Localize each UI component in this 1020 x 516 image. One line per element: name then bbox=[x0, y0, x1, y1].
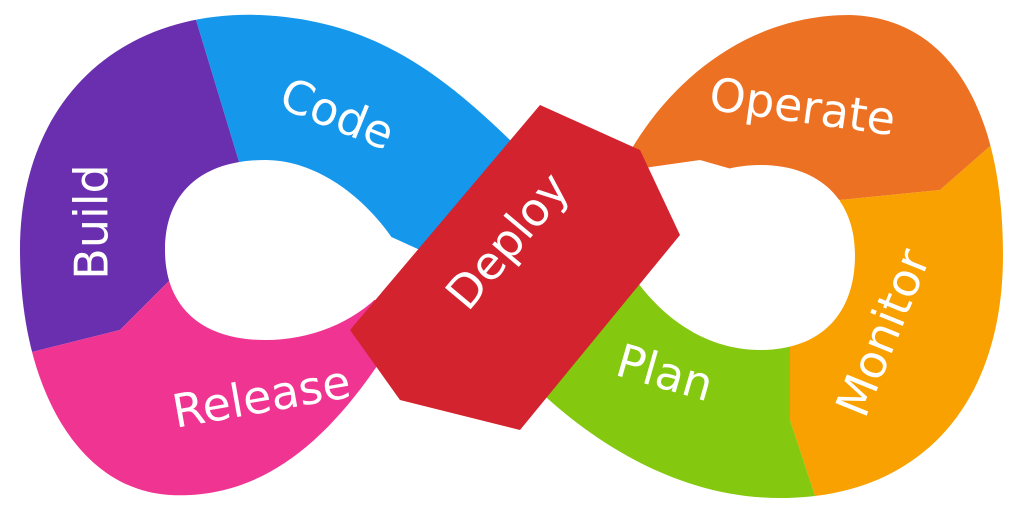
segment-deploy bbox=[350, 105, 680, 430]
segment-build bbox=[20, 14, 240, 360]
label-build: Build bbox=[65, 164, 119, 279]
